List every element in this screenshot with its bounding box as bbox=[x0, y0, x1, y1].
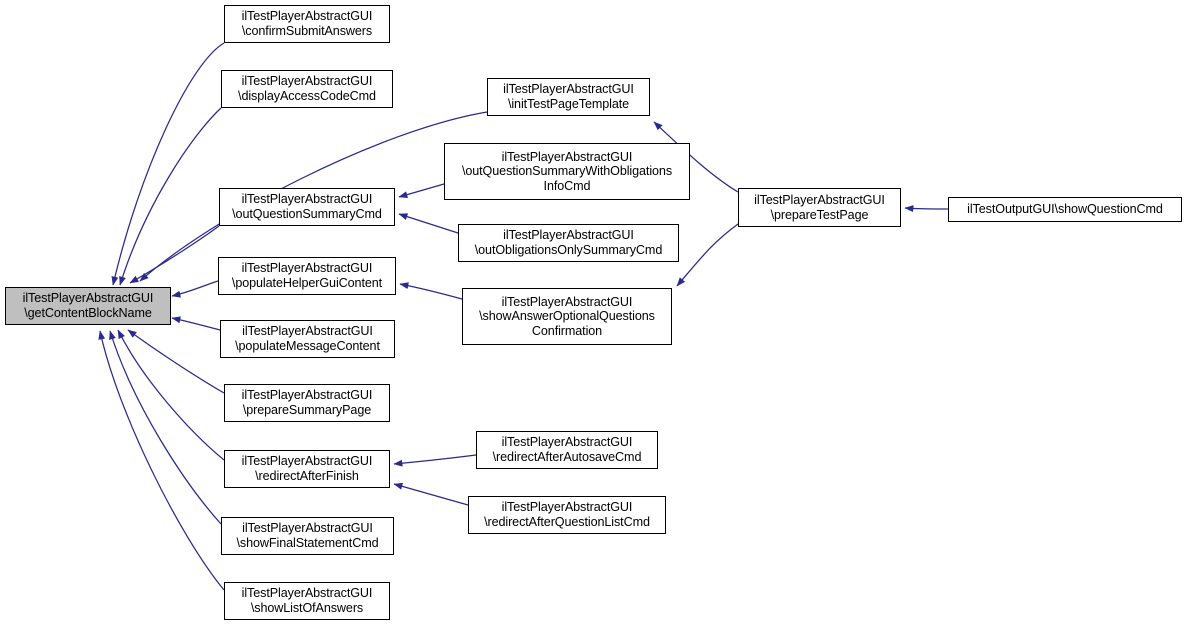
graph-node-redirectAfterFinish[interactable]: ilTestPlayerAbstractGUI \redirectAfterFi… bbox=[224, 450, 390, 488]
edge-displayAccessCodeCmd-to-getContentBlockName bbox=[119, 107, 222, 286]
edge-redirectAfterQuestionListCmd-to-redirectAfterFinish bbox=[393, 482, 469, 506]
graph-node-label: ilTestPlayerAbstractGUI \redirectAfterAu… bbox=[492, 435, 642, 464]
graph-node-showAnswerOptionalQuestionsConfirmation[interactable]: ilTestPlayerAbstractGUI \showAnswerOptio… bbox=[462, 288, 672, 345]
graph-node-prepareSummaryPage[interactable]: ilTestPlayerAbstractGUI \prepareSummaryP… bbox=[224, 384, 390, 422]
graph-node-displayAccessCodeCmd[interactable]: ilTestPlayerAbstractGUI \displayAccessCo… bbox=[221, 70, 393, 108]
edge-redirectAfterFinish-to-getContentBlockName bbox=[117, 329, 225, 461]
graph-node-label: ilTestPlayerAbstractGUI \showListOfAnswe… bbox=[241, 586, 373, 615]
edge-redirectAfterAutosaveCmd-to-redirectAfterFinish bbox=[393, 454, 477, 467]
graph-node-showListOfAnswers[interactable]: ilTestPlayerAbstractGUI \showListOfAnswe… bbox=[224, 582, 390, 620]
graph-node-prepareTestPage[interactable]: ilTestPlayerAbstractGUI \prepareTestPage bbox=[738, 188, 901, 227]
edge-showListOfAnswers-to-getContentBlockName bbox=[98, 330, 225, 591]
graph-node-label: ilTestPlayerAbstractGUI \prepareSummaryP… bbox=[241, 388, 373, 417]
graph-node-showQuestionCmd[interactable]: ilTestOutputGUI\showQuestionCmd bbox=[948, 197, 1182, 222]
edge-initTestPageTemplate-to-getContentBlockName bbox=[139, 111, 488, 282]
edge-outQuestionSummaryWithObligationsInfoCmd-to-outQuestionSummaryCmd bbox=[398, 183, 445, 199]
graph-node-getContentBlockName: ilTestPlayerAbstractGUI \getContentBlock… bbox=[5, 287, 171, 325]
edge-prepareTestPage-to-initTestPageTemplate bbox=[653, 121, 739, 193]
graph-node-initTestPageTemplate[interactable]: ilTestPlayerAbstractGUI \initTestPageTem… bbox=[487, 78, 650, 116]
graph-node-label: ilTestPlayerAbstractGUI \redirectAfterQu… bbox=[484, 500, 650, 529]
graph-node-label: ilTestPlayerAbstractGUI \confirmSubmitAn… bbox=[241, 9, 373, 38]
graph-node-redirectAfterQuestionListCmd[interactable]: ilTestPlayerAbstractGUI \redirectAfterQu… bbox=[468, 496, 666, 534]
graph-node-confirmSubmitAnswers[interactable]: ilTestPlayerAbstractGUI \confirmSubmitAn… bbox=[224, 5, 390, 43]
graph-node-populateMessageContent[interactable]: ilTestPlayerAbstractGUI \populateMessage… bbox=[220, 320, 395, 358]
edge-prepareSummaryPage-to-getContentBlockName bbox=[127, 329, 225, 394]
edge-showQuestionCmd-to-prepareTestPage bbox=[904, 205, 949, 213]
graph-node-label: ilTestPlayerAbstractGUI \showAnswerOptio… bbox=[479, 294, 655, 338]
graph-node-showFinalStatementCmd[interactable]: ilTestPlayerAbstractGUI \showFinalStatem… bbox=[221, 517, 394, 555]
edge-showFinalStatementCmd-to-getContentBlockName bbox=[109, 330, 222, 525]
graph-node-redirectAfterAutosaveCmd[interactable]: ilTestPlayerAbstractGUI \redirectAfterAu… bbox=[476, 431, 658, 469]
graph-node-label: ilTestPlayerAbstractGUI \populateMessage… bbox=[235, 324, 380, 353]
graph-node-label: ilTestPlayerAbstractGUI \getContentBlock… bbox=[22, 291, 154, 320]
graph-node-label: ilTestPlayerAbstractGUI \outQuestionSumm… bbox=[232, 192, 382, 221]
graph-node-label: ilTestPlayerAbstractGUI \outObligationsO… bbox=[474, 228, 663, 257]
edge-prepareTestPage-to-showAnswerOptionalQuestionsConfirmation bbox=[676, 223, 739, 287]
edge-outQuestionSummaryCmd-to-getContentBlockName bbox=[129, 225, 220, 284]
edge-populateHelperGuiContent-to-getContentBlockName bbox=[171, 280, 219, 298]
graph-node-label: ilTestPlayerAbstractGUI \prepareTestPage bbox=[754, 192, 885, 222]
graph-node-label: ilTestPlayerAbstractGUI \outQuestionSumm… bbox=[461, 149, 673, 193]
graph-node-populateHelperGuiContent[interactable]: ilTestPlayerAbstractGUI \populateHelperG… bbox=[218, 257, 396, 295]
graph-node-label: ilTestOutputGUI\showQuestionCmd bbox=[967, 202, 1163, 217]
graph-node-label: ilTestPlayerAbstractGUI \displayAccessCo… bbox=[238, 74, 376, 103]
graph-node-outQuestionSummaryWithObligationsInfoCmd[interactable]: ilTestPlayerAbstractGUI \outQuestionSumm… bbox=[444, 143, 690, 200]
graph-node-outObligationsOnlySummaryCmd[interactable]: ilTestPlayerAbstractGUI \outObligationsO… bbox=[458, 224, 679, 262]
graph-node-outQuestionSummaryCmd[interactable]: ilTestPlayerAbstractGUI \outQuestionSumm… bbox=[219, 188, 395, 226]
graph-node-label: ilTestPlayerAbstractGUI \populateHelperG… bbox=[231, 261, 383, 290]
graph-node-label: ilTestPlayerAbstractGUI \showFinalStatem… bbox=[236, 521, 379, 550]
edge-populateMessageContent-to-getContentBlockName bbox=[171, 316, 221, 331]
edge-confirmSubmitAnswers-to-getContentBlockName bbox=[111, 42, 225, 286]
graph-node-label: ilTestPlayerAbstractGUI \redirectAfterFi… bbox=[241, 454, 373, 483]
edge-showAnswerOptionalQuestionsConfirmation-to-populateHelperGuiContent bbox=[399, 282, 463, 300]
graph-node-label: ilTestPlayerAbstractGUI \initTestPageTem… bbox=[503, 82, 634, 111]
edge-outObligationsOnlySummaryCmd-to-outQuestionSummaryCmd bbox=[398, 213, 459, 234]
